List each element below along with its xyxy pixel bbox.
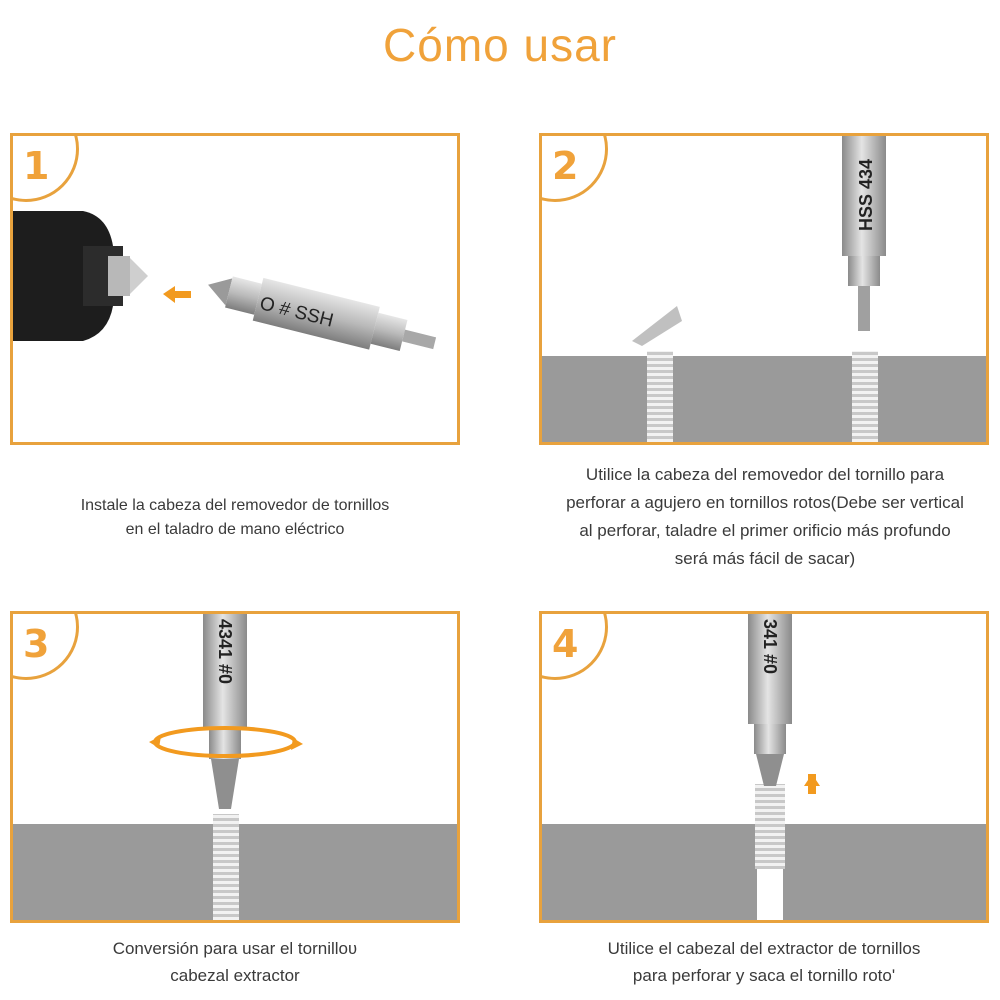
step-2-badge: 2 (542, 136, 608, 202)
extractor-bit (208, 276, 437, 352)
step-2-illustration: HSS 434 (542, 136, 986, 442)
broken-screw (213, 814, 239, 920)
step-1-badge: 1 (13, 136, 79, 202)
broken-screw-head (632, 306, 682, 346)
step-2-panel: 2 HSS 434 (539, 133, 989, 445)
step-1-panel: 1 O # SSH (10, 133, 460, 445)
broken-screw (647, 351, 673, 442)
step-3-engraving: 4341 #0 (215, 619, 235, 684)
step-3-caption: Conversión para usar el tornilloʋ cabeza… (112, 939, 358, 985)
extractor-bit (748, 614, 792, 786)
drill-bit (842, 136, 886, 331)
step-4-panel: 4 341 #0 (539, 611, 989, 923)
step-2-engraving: HSS 434 (856, 159, 876, 231)
work-surface (542, 356, 986, 442)
drilled-screw (852, 351, 878, 442)
step-4-caption: Utilice el cabezal del extractor de torn… (607, 939, 921, 985)
extracted-screw (755, 784, 785, 869)
electric-drill (13, 211, 148, 341)
step-4-illustration: 341 #0 (542, 614, 986, 920)
step-4-number: 4 (552, 622, 579, 666)
step-4-badge: 4 (542, 614, 608, 680)
step-3-number: 3 (23, 622, 50, 666)
step-3-badge: 3 (13, 614, 79, 680)
step-3-panel: 3 4341 #0 (10, 611, 460, 923)
step-2-number: 2 (552, 144, 579, 188)
empty-hole (757, 864, 783, 920)
step-3-illustration: 4341 #0 (13, 614, 457, 920)
page-title: Cómo usar (383, 19, 617, 71)
pull-up-arrow-icon (804, 774, 820, 794)
step-1-caption: Instale la cabeza del removedor de torni… (80, 497, 390, 538)
step-1-illustration: O # SSH (13, 211, 437, 352)
extractor-bit (203, 614, 247, 809)
step-2-caption: Utilice la cabeza del removedor del torn… (566, 465, 964, 568)
step-1-number: 1 (23, 144, 50, 188)
step-4-engraving: 341 #0 (760, 619, 780, 674)
insert-arrow-icon (163, 286, 191, 303)
